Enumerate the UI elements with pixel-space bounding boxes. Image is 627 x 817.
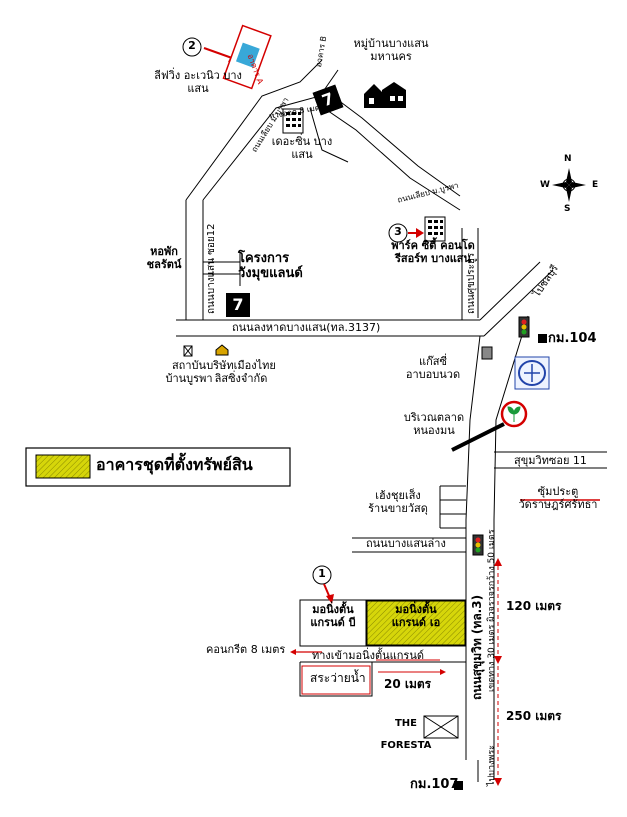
label-gas: แก๊สซี่อาบอบนวด	[405, 355, 461, 381]
bank-logo-icon	[514, 356, 550, 390]
label-pool: สระว่ายน้ำ	[310, 671, 366, 685]
condo-building-icon	[282, 108, 304, 134]
distance-120m: 120 เมตร	[506, 599, 562, 613]
traffic-light-icon	[518, 316, 530, 338]
house-icon	[215, 344, 229, 356]
label-company: บริษัทเมืองไทยลิสซิ่งจำกัด	[206, 359, 276, 385]
seven-eleven-icon: 7	[226, 293, 250, 317]
label-concrete: คอนกรีต 8 เมตร	[206, 643, 286, 656]
compass-west: W	[540, 180, 550, 190]
label-project: โครงการวังมุขแลนด์	[238, 251, 303, 281]
label-grand-b: มอนิ่งตั้นแกรนด์ บี	[310, 603, 356, 629]
km-marker-icon	[454, 781, 463, 790]
label-thecitizen: เดอะซิ่น บางแสน	[271, 135, 333, 161]
road-3137-label: ถนนลงหาดบางแสน(ทล.3137)	[232, 321, 381, 334]
label-shop: เฮ้งชุยเส็งร้านขายวัสดุ	[368, 489, 428, 515]
distance-250m: 250 เมตร	[506, 709, 562, 723]
compass-south: S	[564, 204, 571, 214]
label-park-city: พาร์ค ซิตี้ คอนโดรีสอร์ท บางแสน	[391, 239, 475, 265]
label-institute: สถาบันบ้านบูรพา	[165, 359, 213, 385]
kasikorn-logo-icon	[500, 400, 528, 428]
village-house-icon	[364, 82, 406, 108]
compass-icon	[552, 168, 586, 202]
compass-east: E	[592, 180, 599, 190]
label-temple: ซุ้มประตูวัดราษฎร์ศรัทธา	[518, 485, 598, 511]
road-soi12-label: ถนนบางแสน ซอย12	[206, 223, 217, 314]
compass-north: N	[564, 154, 572, 164]
marker-number-1: 1	[318, 567, 326, 580]
traffic-light-icon	[472, 534, 484, 556]
label-entrance: ทางเข้ามอนิ่งตั้นแกรนด์	[312, 649, 424, 662]
label-dorm: หอพักชลรัตน์	[146, 245, 182, 271]
marker-number-3: 3	[394, 225, 402, 238]
road-sukprayoon-label: ถนนศุขประยูร	[466, 252, 477, 314]
label-market: บริเวณตลาดหนองมน	[403, 411, 465, 437]
road-bangsaen-lang-label: ถนนบางแสนล่าง	[366, 537, 446, 550]
label-village: หมู่บ้านบางแสนมหานคร	[353, 37, 429, 63]
label-km107: กม.107	[410, 777, 459, 792]
label-km104: กม.104	[548, 331, 597, 346]
condo-building-icon	[424, 216, 446, 242]
marker-number-2: 2	[188, 39, 196, 52]
label-lifewing: ลีฟวิ่ง อะเวนิว บางแสน	[154, 69, 242, 95]
distance-20m: 20 เมตร	[384, 677, 432, 691]
label-grand-a: มอนิ่งตั้นแกรนด์ เอ	[391, 603, 441, 629]
label-soi11: สุขุมวิทซอย 11	[514, 454, 587, 467]
km-marker-icon	[538, 334, 547, 343]
road-to-bangphra-label: ไปบางพระ	[487, 744, 497, 786]
gas-icon	[481, 346, 493, 360]
road-width-label: เขตทาง 30 เมตร ผิวจราจรกว้าง 50 เมตร	[487, 529, 497, 692]
legend-label: อาคารชุดที่ตั้งทรัพย์สิน	[96, 455, 253, 474]
